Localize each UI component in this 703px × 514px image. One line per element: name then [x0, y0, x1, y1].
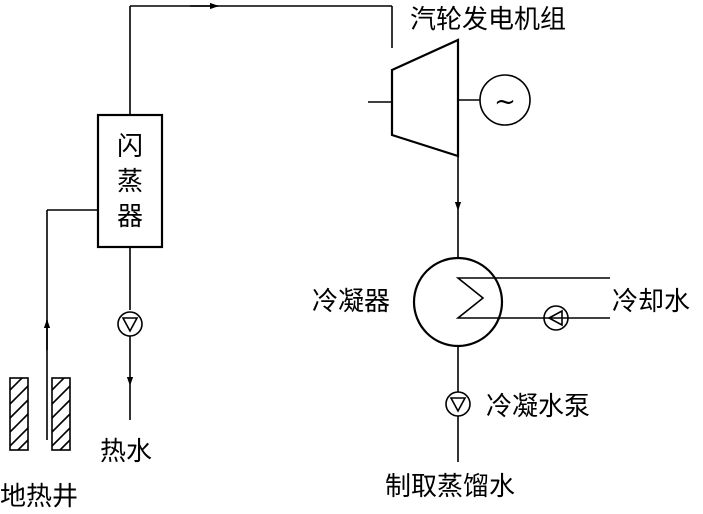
distilled-water-label: 制取蒸馏水: [385, 472, 515, 502]
condensate-pump-label: 冷凝水泵: [486, 392, 590, 422]
generator-symbol: ~: [494, 87, 516, 117]
turbine: [390, 38, 460, 158]
condenser-label: 冷凝器: [312, 287, 390, 317]
hot-water-label: 热水: [100, 437, 152, 467]
turbine-generator-label: 汽轮发电机组: [410, 5, 566, 35]
cooling-coil: [455, 277, 610, 319]
generator: ~: [479, 74, 531, 126]
well-hatching: [9, 377, 71, 451]
pump-triangle: [121, 317, 139, 333]
flash-tank-label-1: 闪: [117, 132, 143, 162]
hot-water-pump: [117, 311, 143, 337]
condensate-pump: [445, 391, 471, 417]
geothermal-well-label: 地热井: [0, 482, 78, 509]
geothermal-well: [9, 377, 71, 451]
cw-pump-circle: [543, 305, 569, 331]
flash-tank-label-3: 器: [117, 202, 143, 232]
flash-tank-label-2: 蒸: [117, 167, 143, 197]
cw-pump-triangle: [547, 309, 563, 327]
cooling-water-pump: [543, 305, 569, 331]
generator-circle: [479, 74, 531, 126]
cond-pump-triangle: [449, 397, 467, 413]
condenser: [412, 256, 504, 348]
cooling-water-label: 冷却水: [612, 287, 690, 317]
